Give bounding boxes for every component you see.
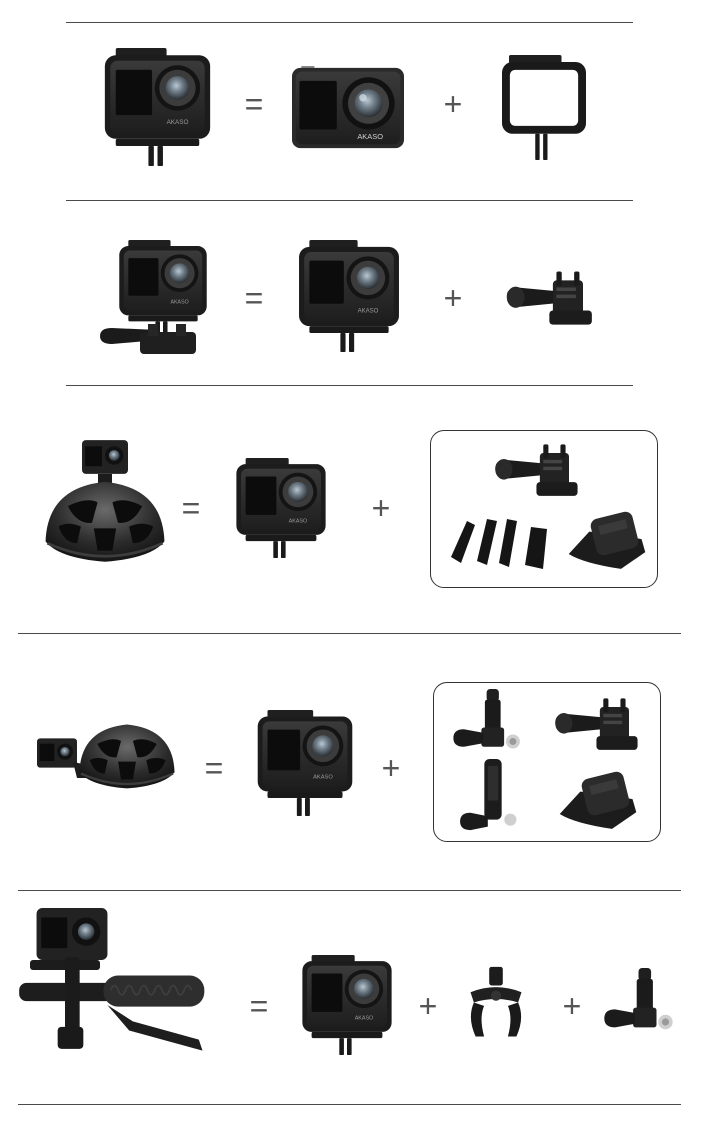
plus-sign: + bbox=[443, 280, 463, 316]
open-frame-image bbox=[500, 55, 588, 160]
j-hook-buckle-image bbox=[448, 689, 534, 759]
helmet-top-mount-image bbox=[40, 438, 170, 573]
bare-camera-image bbox=[291, 66, 405, 150]
plus-sign: + bbox=[371, 490, 391, 526]
helmet-side-mount-image bbox=[33, 712, 181, 804]
row-1-top-divider bbox=[66, 22, 633, 23]
extension-arm-image bbox=[456, 759, 530, 837]
curved-adhesive-mount-image bbox=[556, 767, 640, 833]
plus-sign: + bbox=[562, 988, 582, 1024]
equals-sign: = bbox=[244, 86, 264, 122]
row-5-bottom-divider bbox=[18, 1104, 681, 1105]
equals-sign: = bbox=[204, 750, 224, 786]
camera-in-frame-image bbox=[230, 458, 332, 558]
buckle-mount-image bbox=[550, 695, 648, 755]
equals-sign: = bbox=[244, 280, 264, 316]
plus-sign: + bbox=[443, 86, 463, 122]
curved-adhesive-mount-image bbox=[565, 507, 649, 573]
equals-sign: = bbox=[249, 988, 269, 1024]
handlebar-clamp-image bbox=[462, 965, 530, 1045]
plus-sign: + bbox=[418, 988, 438, 1024]
camera-in-frame-image bbox=[295, 955, 399, 1055]
camera-in-frame-image bbox=[100, 48, 215, 166]
camera-in-frame-image bbox=[296, 240, 402, 352]
buckle-mount-image bbox=[502, 268, 602, 330]
helmet-side-accessory-kit bbox=[433, 682, 661, 842]
row-4-top-divider bbox=[18, 633, 681, 634]
pivot-arm-with-screw-image bbox=[600, 968, 686, 1040]
plus-sign: + bbox=[381, 750, 401, 786]
row-5-top-divider bbox=[18, 890, 681, 891]
vented-helmet-straps-image bbox=[447, 513, 557, 573]
bike-handlebar-mount-image bbox=[14, 908, 226, 1058]
camera-with-buckle-image bbox=[100, 240, 222, 358]
buckle-mount-image bbox=[491, 441, 587, 501]
row-3-top-divider bbox=[66, 385, 633, 386]
row-2-top-divider bbox=[66, 200, 633, 201]
camera-in-frame-image bbox=[253, 710, 357, 816]
helmet-top-accessory-kit bbox=[430, 430, 658, 588]
equals-sign: = bbox=[181, 490, 201, 526]
